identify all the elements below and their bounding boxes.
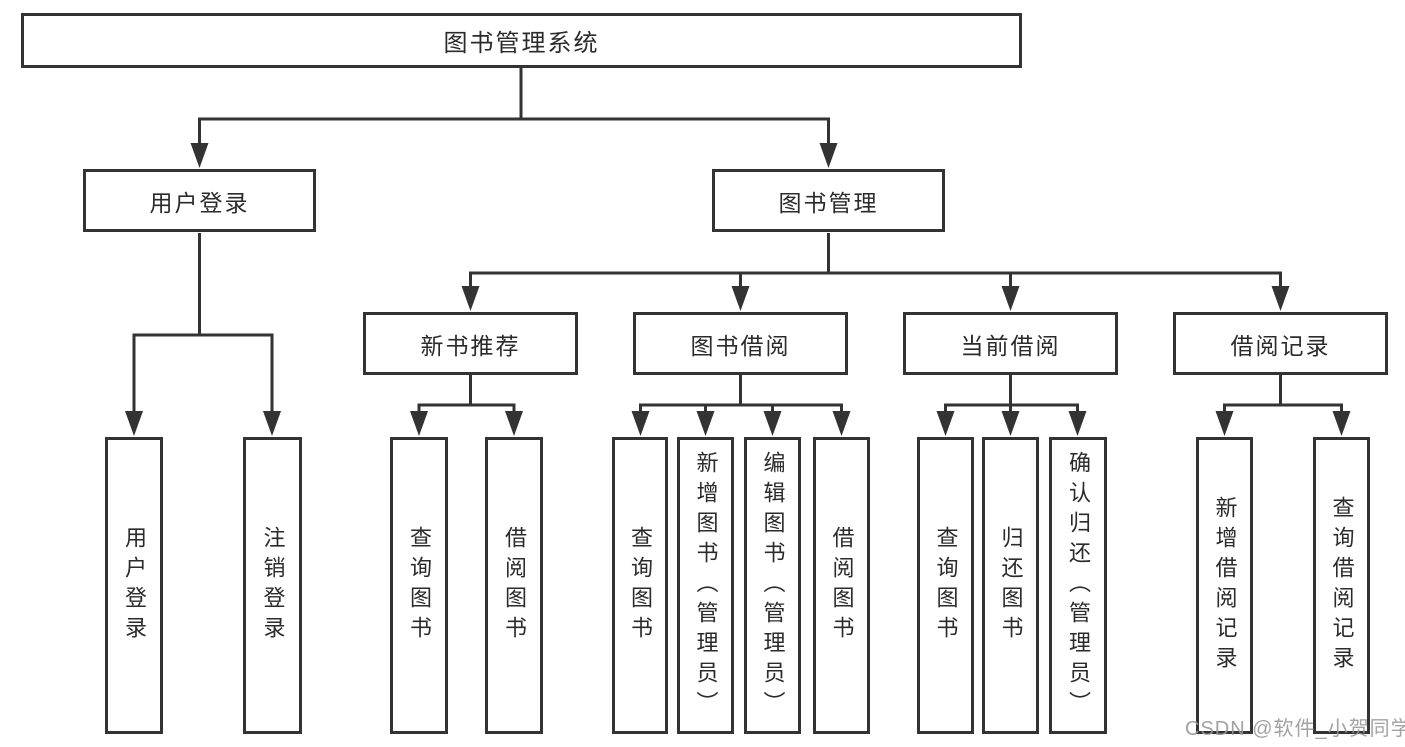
leaf-return-book: 归还图书 — [982, 437, 1039, 734]
leaf-confirm-return-admin: 确认归还（管理员） — [1049, 437, 1107, 734]
node-book-management: 图书管理 — [712, 169, 945, 232]
node-label: 确认归还（管理员） — [1066, 450, 1091, 721]
leaf-query-borrow-record: 查询借阅记录 — [1313, 437, 1370, 734]
leaf-add-book-admin: 新增图书（管理员） — [677, 437, 734, 734]
node-label: 新增图书（管理员） — [693, 450, 719, 721]
node-label: 新书推荐 — [420, 332, 521, 359]
node-label: 当前借阅 — [960, 332, 1061, 359]
node-new-book-recommend: 新书推荐 — [363, 312, 578, 375]
node-library-system: 图书管理系统 — [21, 13, 1022, 68]
leaf-user-login: 用户登录 — [105, 437, 163, 734]
node-label: 归还图书 — [998, 525, 1024, 646]
node-current-borrow: 当前借阅 — [903, 312, 1118, 375]
node-borrow-record: 借阅记录 — [1173, 312, 1388, 375]
node-label: 图书借阅 — [690, 332, 791, 359]
node-label: 图书管理 — [778, 189, 879, 216]
node-user-login: 用户登录 — [83, 169, 316, 232]
node-label: 新增借阅记录 — [1212, 495, 1238, 676]
node-label: 用户登录 — [149, 189, 250, 216]
node-label: 借阅记录 — [1230, 332, 1331, 359]
node-label: 查询图书 — [628, 525, 653, 646]
csdn-watermark: CSDN @软件_小贺同学 — [1185, 718, 1405, 740]
leaf-query-current-book: 查询图书 — [917, 437, 974, 734]
node-label: 查询借阅记录 — [1329, 495, 1355, 676]
leaf-query-book-recommend: 查询图书 — [390, 437, 448, 734]
node-book-borrow: 图书借阅 — [633, 312, 848, 375]
leaf-edit-book-admin: 编辑图书（管理员） — [744, 437, 801, 734]
leaf-query-book: 查询图书 — [612, 437, 668, 734]
node-label: 查询图书 — [407, 525, 432, 646]
leaf-borrow-book-recommend: 借阅图书 — [485, 437, 543, 734]
node-label: 编辑图书（管理员） — [760, 450, 786, 721]
leaf-logout: 注销登录 — [243, 437, 302, 734]
leaf-add-borrow-record: 新增借阅记录 — [1196, 437, 1253, 734]
node-label: 查询图书 — [933, 525, 959, 646]
node-label: 借阅图书 — [502, 525, 527, 646]
node-label: 图书管理系统 — [443, 30, 600, 57]
node-label: 用户登录 — [122, 525, 147, 646]
leaf-borrow-book: 借阅图书 — [813, 437, 870, 734]
node-label: 借阅图书 — [829, 525, 855, 646]
node-label: 注销登录 — [260, 525, 286, 646]
